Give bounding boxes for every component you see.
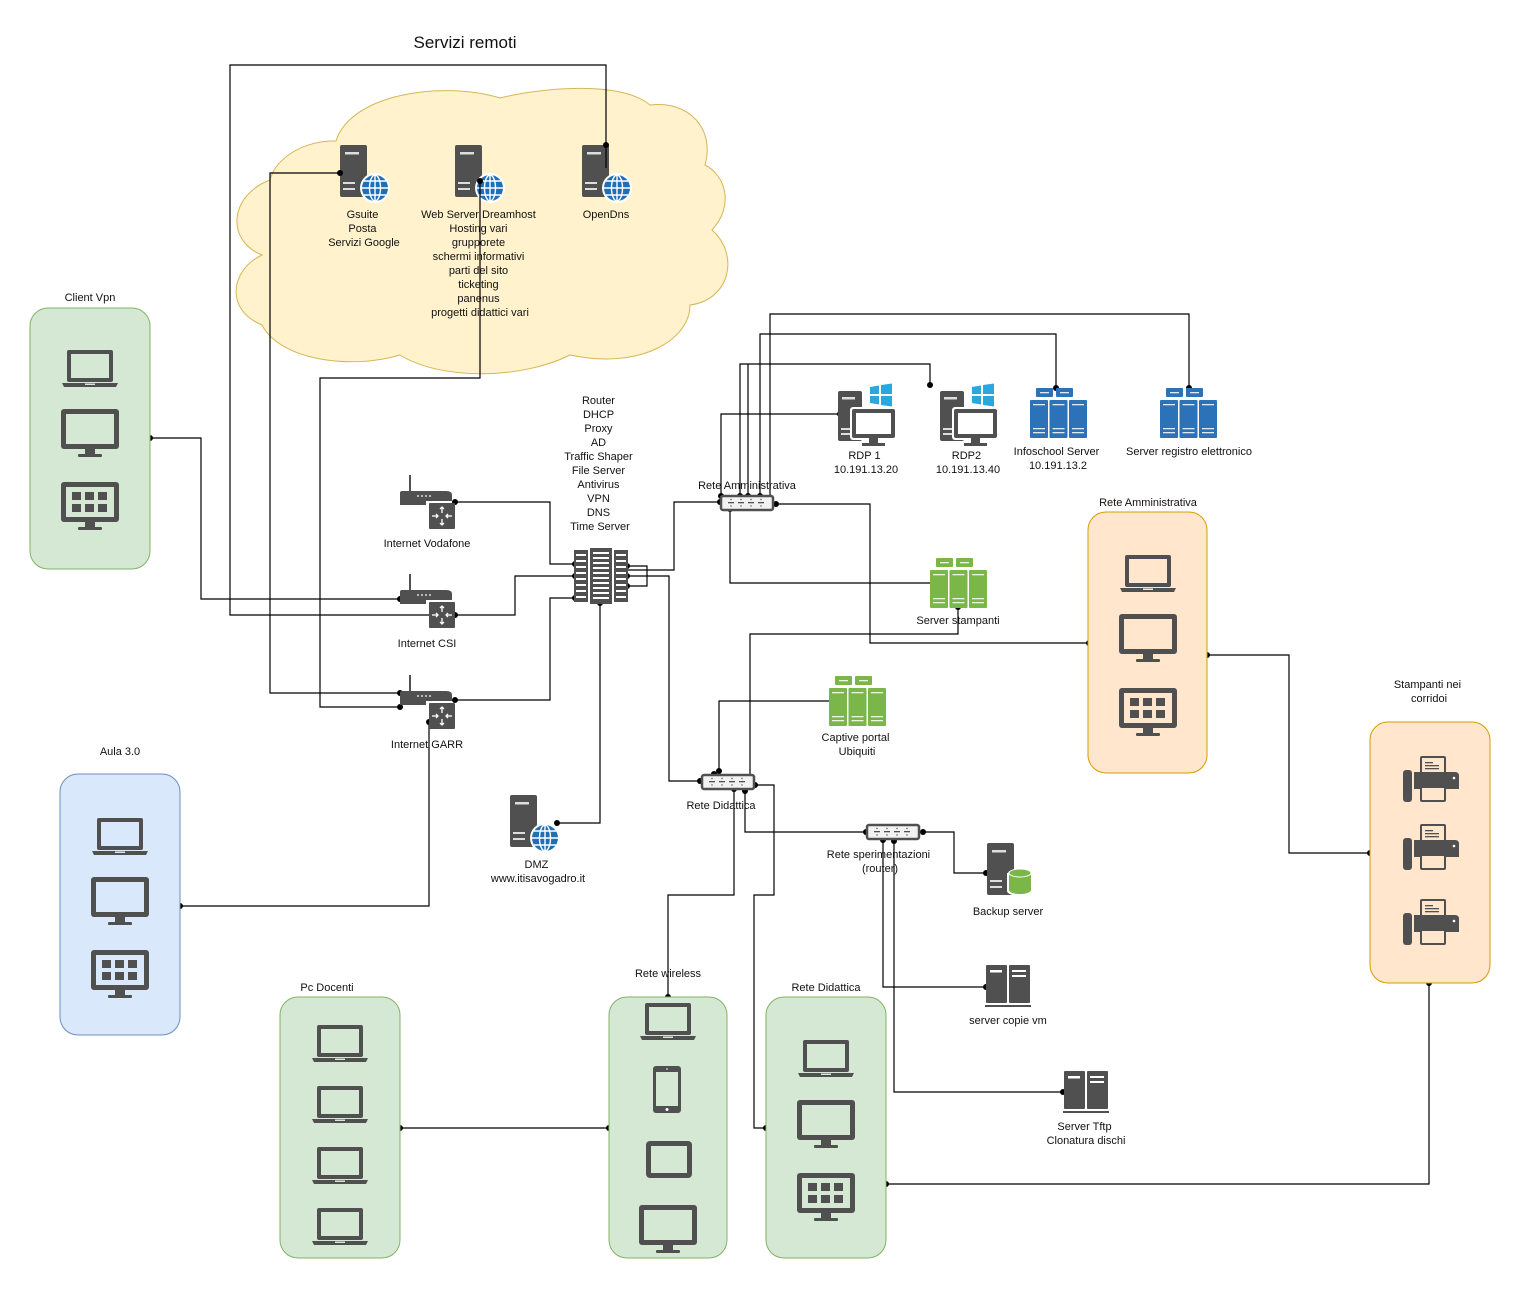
laptop-icon — [1120, 555, 1176, 592]
windows-workstation-icon — [838, 383, 897, 446]
dual-server-icon — [1063, 1071, 1109, 1113]
rete-amministrativa-label: Rete Amministrativa — [1099, 497, 1198, 509]
connections — [150, 64, 1430, 1185]
backup-server[interactable]: Backup server — [973, 842, 1044, 918]
rdp1-server[interactable]: RDP 1 10.191.13.20 — [834, 383, 898, 477]
internet-csi[interactable]: Internet CSI — [398, 573, 457, 650]
switch-amministrativa-label: Rete Amministrativa — [698, 480, 797, 492]
laptop-icon — [62, 350, 118, 387]
infoschool-server[interactable]: Infoschool Server 10.191.13.2 — [1014, 388, 1103, 472]
copie-vm-server[interactable]: server copie vm — [969, 965, 1047, 1027]
backup-label: Backup server — [973, 906, 1044, 918]
rdp2-server[interactable]: RDP2 10.191.13.40 — [936, 383, 1000, 477]
switch-rete-amministrativa[interactable]: Rete Amministrativa — [698, 480, 797, 512]
registro-label: Server registro elettronico — [1126, 446, 1252, 458]
server-cluster-icon — [1030, 388, 1087, 438]
core-router-label: Router DHCP Proxy AD Traffic Shaper File… — [564, 395, 636, 533]
switch-rete-didattica[interactable]: Rete Didattica — [686, 773, 756, 812]
dreamhost-label: Web Server Dreamhost Hosting vari gruppo… — [421, 209, 539, 319]
group-rete-didattica[interactable]: Rete Didattica — [765, 982, 887, 1259]
vodafone-label: Internet Vodafone — [384, 538, 471, 550]
laptop-icon — [312, 1147, 368, 1184]
group-stampanti-corridoi[interactable]: Stampanti nei corridoi — [1369, 679, 1491, 984]
group-client-vpn[interactable]: Client Vpn — [29, 292, 151, 570]
aula-label: Aula 3.0 — [100, 746, 140, 758]
copie-vm-label: server copie vm — [969, 1015, 1047, 1027]
dual-server-icon — [985, 965, 1031, 1007]
group-pc-docenti[interactable]: Pc Docenti — [279, 982, 401, 1259]
switch-icon — [865, 823, 921, 841]
rete-didattica-label: Rete Didattica — [791, 982, 861, 994]
registro-elettronico-server[interactable]: Server registro elettronico — [1126, 388, 1252, 458]
rete-wireless-label: Rete wireless — [635, 968, 702, 980]
gsuite-label: Gsuite Posta Servizi Google — [328, 209, 400, 249]
pc-docenti-label: Pc Docenti — [300, 982, 353, 994]
gsuite-server[interactable]: Gsuite Posta Servizi Google — [328, 144, 400, 249]
laptop-icon — [312, 1025, 368, 1062]
tablet-icon — [653, 1066, 681, 1113]
internet-vodafone[interactable]: Internet Vodafone — [384, 474, 471, 550]
laptop-icon — [798, 1040, 854, 1077]
dreamhost-web-server[interactable]: Web Server Dreamhost Hosting vari gruppo… — [421, 144, 539, 319]
group-rete-amministrativa[interactable]: Rete Amministrativa — [1087, 497, 1208, 774]
opendns-label: OpenDns — [583, 209, 630, 221]
laptop-icon — [312, 1086, 368, 1123]
stampanti-corridoi-label: Stampanti nei corridoi — [1394, 679, 1464, 705]
database-server-icon — [986, 842, 1034, 897]
rdp2-label: RDP2 10.191.13.40 — [936, 450, 1000, 476]
server-cluster-icon — [829, 676, 886, 726]
server-cluster-icon — [1160, 388, 1217, 438]
dmz-server[interactable]: DMZ www.itisavogadro.it — [490, 794, 585, 885]
switch-sperimentazioni-label: Rete sperimentazioni (router) — [827, 849, 933, 875]
windows-workstation-icon — [940, 383, 999, 446]
csi-label: Internet CSI — [398, 638, 457, 650]
client-vpn-label: Client Vpn — [65, 292, 116, 304]
group-rete-wireless[interactable]: Rete wireless — [608, 968, 728, 1259]
tablet-landscape-icon — [646, 1141, 692, 1178]
dmz-label: DMZ www.itisavogadro.it — [490, 859, 585, 885]
remote-services-title: Servizi remoti — [414, 33, 517, 52]
rete-wireless-container — [608, 996, 728, 1259]
garr-label: Internet GARR — [391, 739, 463, 751]
pc-docenti-container — [279, 996, 401, 1259]
tftp-label: Server Tftp Clonatura dischi — [1047, 1121, 1126, 1147]
server-cluster-icon — [930, 558, 987, 608]
group-aula-3-0[interactable]: Aula 3.0 — [59, 746, 181, 1036]
core-router[interactable]: Router DHCP Proxy AD Traffic Shaper File… — [564, 395, 636, 604]
server-stampanti[interactable]: Server stampanti — [916, 558, 1000, 627]
captive-label: Captive portal Ubiquiti — [822, 732, 893, 758]
server-globe-icon — [509, 794, 561, 854]
laptop-icon — [640, 1003, 696, 1040]
router-icon — [399, 573, 456, 629]
router-icon — [399, 474, 456, 530]
tftp-server[interactable]: Server Tftp Clonatura dischi — [1047, 1071, 1126, 1147]
switch-icon — [719, 494, 775, 512]
switch-icon — [700, 773, 756, 791]
stampanti-server-label: Server stampanti — [916, 615, 999, 627]
laptop-icon — [312, 1208, 368, 1245]
rack-router-icon — [574, 548, 628, 604]
infoschool-label: Infoschool Server 10.191.13.2 — [1014, 446, 1103, 472]
internet-garr[interactable]: Internet GARR — [391, 674, 463, 751]
switch-didattica-label: Rete Didattica — [686, 800, 756, 812]
captive-portal-server[interactable]: Captive portal Ubiquiti — [822, 676, 893, 758]
laptop-icon — [92, 818, 148, 855]
opendns-server[interactable]: OpenDns — [581, 144, 633, 221]
rdp1-label: RDP 1 10.191.13.20 — [834, 450, 898, 476]
switch-rete-sperimentazioni[interactable]: Rete sperimentazioni (router) — [827, 823, 933, 875]
